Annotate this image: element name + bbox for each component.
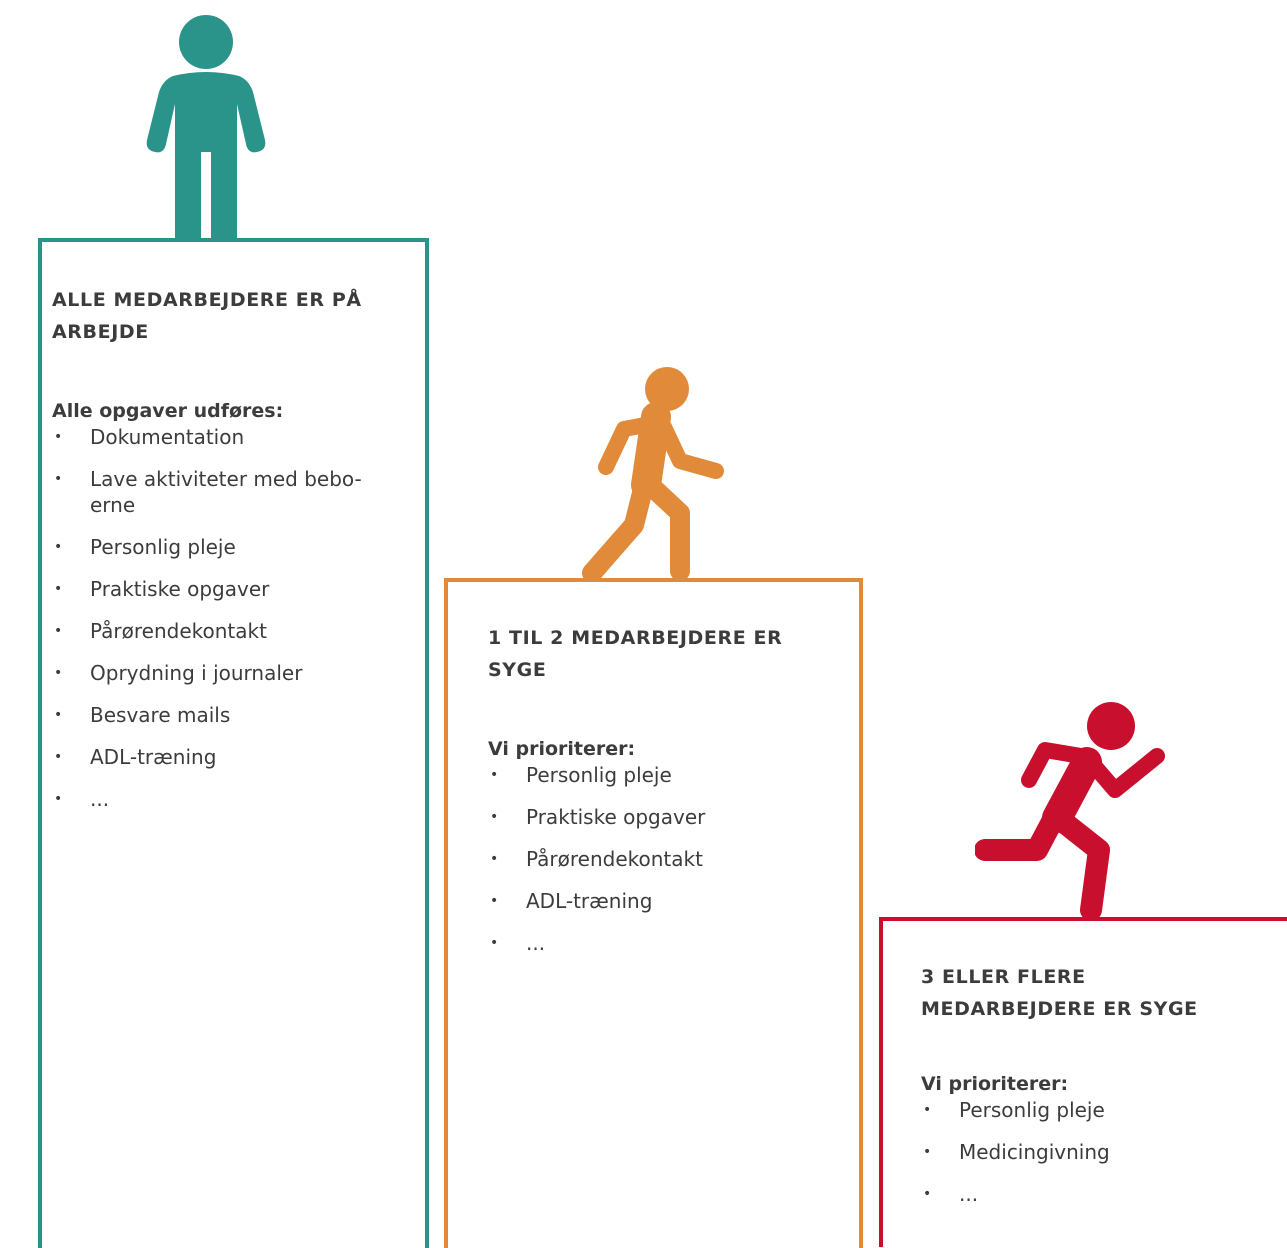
bullet: •	[54, 581, 63, 597]
list-item: • Personlig pleje	[488, 762, 841, 788]
step-content: 1 TIL 2 MEDARBEJDERE ER SYGE Vi priorite…	[488, 622, 841, 972]
list-item: • Medicingivning	[921, 1139, 1281, 1165]
step-title-line-2: MEDARBEJDERE ER SYGE	[921, 998, 1198, 1020]
list-item-label: Medicingivning	[959, 1140, 1110, 1164]
step-title-line-1: ALLE MEDARBEJDERE ER PÅ	[52, 289, 362, 311]
list-item-label-continued: erne	[90, 493, 136, 517]
step-title: 1 TIL 2 MEDARBEJDERE ER SYGE	[488, 622, 841, 686]
bullet: •	[490, 893, 499, 909]
running-person-head	[1087, 702, 1135, 750]
running-person-svg	[975, 702, 1165, 921]
bullet: •	[490, 935, 499, 951]
walking-person-svg	[582, 367, 724, 580]
bullet: •	[54, 749, 63, 765]
list-item: • ADL-træning	[488, 888, 841, 914]
list-item: • Lave aktiviteter med bebo-erne	[52, 466, 407, 518]
step-three-or-more-sick: 3 ELLER FLERE MEDARBEJDERE ER SYGE Vi pr…	[879, 917, 1287, 1247]
list-item-label: Lave aktiviteter med bebo-	[90, 467, 362, 491]
bullet: •	[54, 429, 63, 445]
task-list: • Personlig pleje • Medicingivning •...	[921, 1097, 1281, 1207]
step-title-line-2: ARBEJDE	[52, 321, 149, 343]
step-content: ALLE MEDARBEJDERE ER PÅ ARBEJDE Alle opg…	[52, 284, 407, 828]
bullet: •	[54, 623, 63, 639]
walking-person-head	[645, 367, 689, 411]
list-item: • ADL-træning	[52, 744, 407, 770]
step-subtitle: Alle opgaver udføres:	[52, 400, 284, 422]
list-item: • Personlig pleje	[52, 534, 407, 560]
list-item-label: Personlig pleje	[90, 535, 236, 559]
list-item-label: ...	[526, 931, 546, 955]
walking-person-icon	[580, 365, 730, 580]
standing-person-head	[179, 15, 233, 69]
bullet: •	[490, 809, 499, 825]
step-title-line-2: SYGE	[488, 659, 547, 681]
list-item-label: Dokumentation	[90, 425, 245, 449]
bullet: •	[923, 1102, 932, 1118]
step-all-staff-present: ALLE MEDARBEJDERE ER PÅ ARBEJDE Alle opg…	[38, 238, 429, 1248]
list-item: • Pårørendekontakt	[488, 846, 841, 872]
running-person-front-arm	[1083, 748, 1165, 798]
step-title: 3 ELLER FLERE MEDARBEJDERE ER SYGE	[921, 961, 1281, 1025]
list-item-label: Personlig pleje	[526, 763, 672, 787]
list-item-label: Praktiske opgaver	[90, 577, 270, 601]
list-item-label: Oprydning i journaler	[90, 661, 303, 685]
list-item-label: Praktiske opgaver	[526, 805, 706, 829]
list-item: • Besvare mails	[52, 702, 407, 728]
walking-person-front-arm	[656, 419, 724, 479]
bullet: •	[54, 665, 63, 681]
list-item: •...	[921, 1181, 1281, 1207]
step-subtitle: Vi prioriterer:	[921, 1073, 1069, 1095]
step-content: 3 ELLER FLERE MEDARBEJDERE ER SYGE Vi pr…	[921, 961, 1281, 1223]
running-person-icon	[975, 700, 1170, 922]
list-item-label: Personlig pleje	[959, 1098, 1105, 1122]
bullet: •	[54, 707, 63, 723]
list-item: •...	[52, 786, 407, 812]
bullet: •	[490, 767, 499, 783]
bullet: •	[490, 851, 499, 867]
running-person-back-leg	[975, 805, 1066, 861]
bullet: •	[54, 539, 63, 555]
list-item: • Personlig pleje	[921, 1097, 1281, 1123]
list-item-label: Besvare mails	[90, 703, 231, 727]
step-title-line-1: 1 TIL 2 MEDARBEJDERE ER	[488, 627, 783, 649]
step-title-line-1: 3 ELLER FLERE	[921, 966, 1086, 988]
list-item: • Oprydning i journaler	[52, 660, 407, 686]
list-item-label: ...	[959, 1182, 979, 1206]
bullet: •	[54, 471, 63, 487]
running-person-back-arm	[1021, 742, 1089, 788]
step-title: ALLE MEDARBEJDERE ER PÅ ARBEJDE	[52, 284, 407, 348]
list-item: • Praktiske opgaver	[52, 576, 407, 602]
list-item-label: ADL-træning	[526, 889, 653, 913]
list-item: • Praktiske opgaver	[488, 804, 841, 830]
list-item: • Dokumentation	[52, 424, 407, 450]
walking-person-back-arm	[598, 415, 664, 475]
standing-person-body	[146, 72, 266, 244]
task-list: • Personlig pleje • Praktiske opgaver • Pår…	[488, 762, 841, 956]
task-list: • Dokumentation • Lave aktiviteter med beb…	[52, 424, 407, 812]
list-item: • Pårørendekontakt	[52, 618, 407, 644]
list-item-label: ADL-træning	[90, 745, 217, 769]
bullet: •	[54, 791, 63, 807]
bullet: •	[923, 1186, 932, 1202]
list-item-label: Pårørendekontakt	[90, 619, 267, 643]
standing-person-icon	[145, 12, 267, 244]
list-item: •...	[488, 930, 841, 956]
walking-person-back-leg	[582, 475, 654, 580]
step-one-to-two-sick: 1 TIL 2 MEDARBEJDERE ER SYGE Vi priorite…	[444, 578, 863, 1248]
bullet: •	[923, 1144, 932, 1160]
standing-person-svg	[146, 15, 266, 244]
step-subtitle: Vi prioriterer:	[488, 738, 636, 760]
list-item-label: Pårørendekontakt	[526, 847, 703, 871]
running-person-front-leg	[1050, 809, 1110, 921]
list-item-label: ...	[90, 787, 110, 811]
walking-person-front-leg	[640, 475, 690, 580]
